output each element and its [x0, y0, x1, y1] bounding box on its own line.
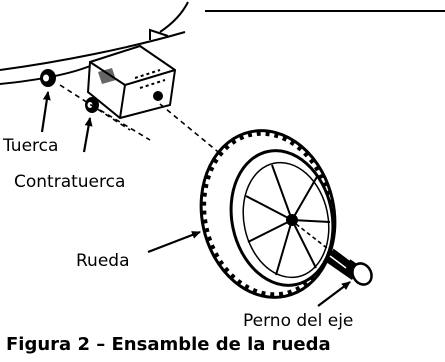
perno-arrow — [317, 281, 351, 307]
callout-arrows — [40, 91, 351, 307]
label-tuerca: Tuerca — [3, 136, 59, 156]
figure-caption: Figura 2 – Ensamble de la rueda — [6, 334, 331, 355]
axle-bolt-part — [295, 223, 373, 286]
wheel-spokes — [245, 164, 331, 276]
label-rueda: Rueda — [76, 251, 130, 271]
tuerca-arrow — [40, 91, 51, 133]
wheel-bracket — [86, 44, 177, 120]
label-contratuerca: Contratuerca — [14, 172, 126, 192]
contratuerca-arrow — [82, 117, 93, 153]
nut-part — [40, 69, 56, 87]
wheel-part — [199, 129, 337, 299]
label-perno: Perno del eje — [243, 311, 354, 331]
rueda-arrow — [147, 230, 201, 254]
assembly-lines — [59, 84, 241, 171]
